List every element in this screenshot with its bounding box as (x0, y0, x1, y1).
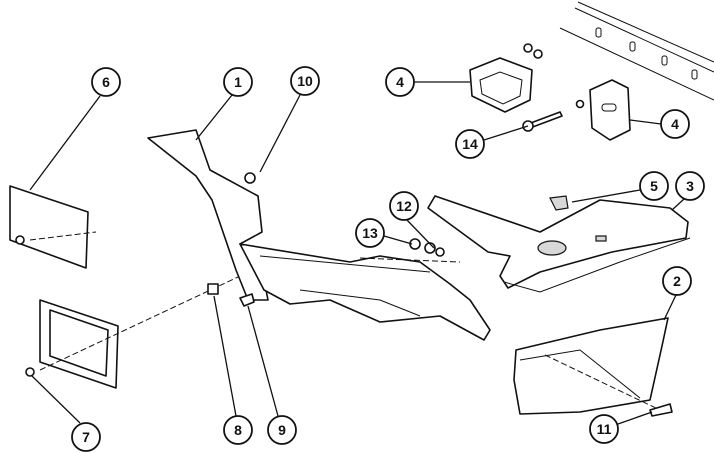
callout-2: 2 (662, 266, 692, 296)
bolt-14 (522, 111, 563, 132)
callout-4-right: 4 (660, 109, 690, 139)
callout-10: 10 (290, 66, 320, 96)
svg-text:5: 5 (650, 178, 658, 194)
svg-text:4: 4 (396, 74, 404, 90)
callout-1: 1 (223, 67, 253, 97)
callout-5: 5 (639, 171, 669, 201)
license-plate (9, 185, 97, 269)
bumper-end-cap (427, 195, 691, 293)
svg-text:13: 13 (362, 225, 378, 241)
vehicle-frame-rail (559, 1, 714, 101)
svg-text:9: 9 (278, 422, 286, 438)
callout-12: 12 (389, 191, 419, 221)
svg-text:4: 4 (671, 116, 679, 132)
svg-text:12: 12 (396, 198, 412, 214)
svg-text:8: 8 (234, 422, 242, 438)
svg-text:14: 14 (462, 136, 478, 152)
bumper-support-bracket (147, 129, 491, 341)
callout-14: 14 (455, 129, 485, 159)
svg-text:11: 11 (597, 421, 612, 437)
callout-6: 6 (91, 67, 121, 97)
svg-text:3: 3 (686, 178, 694, 194)
callout-9: 9 (267, 415, 297, 445)
callout-13: 13 (355, 218, 385, 248)
mounting-bracket-right (575, 79, 631, 141)
callout-7: 7 (71, 422, 101, 452)
svg-text:2: 2 (673, 273, 681, 289)
clip-9 (239, 293, 255, 307)
clip-nut-8 (207, 283, 219, 295)
leader-lines (29, 81, 685, 425)
svg-text:10: 10 (297, 73, 313, 89)
bumper-end-lower (513, 317, 673, 417)
callout-8: 8 (223, 415, 253, 445)
callout-3: 3 (675, 171, 705, 201)
svg-text:6: 6 (102, 74, 110, 90)
callout-11: 11 (589, 414, 619, 444)
svg-text:7: 7 (82, 429, 90, 445)
license-plate-frame (25, 261, 271, 389)
callout-4-left: 4 (385, 67, 415, 97)
washer-12 (424, 242, 445, 257)
svg-text:1: 1 (234, 74, 242, 90)
mounting-bracket-left (469, 43, 543, 113)
